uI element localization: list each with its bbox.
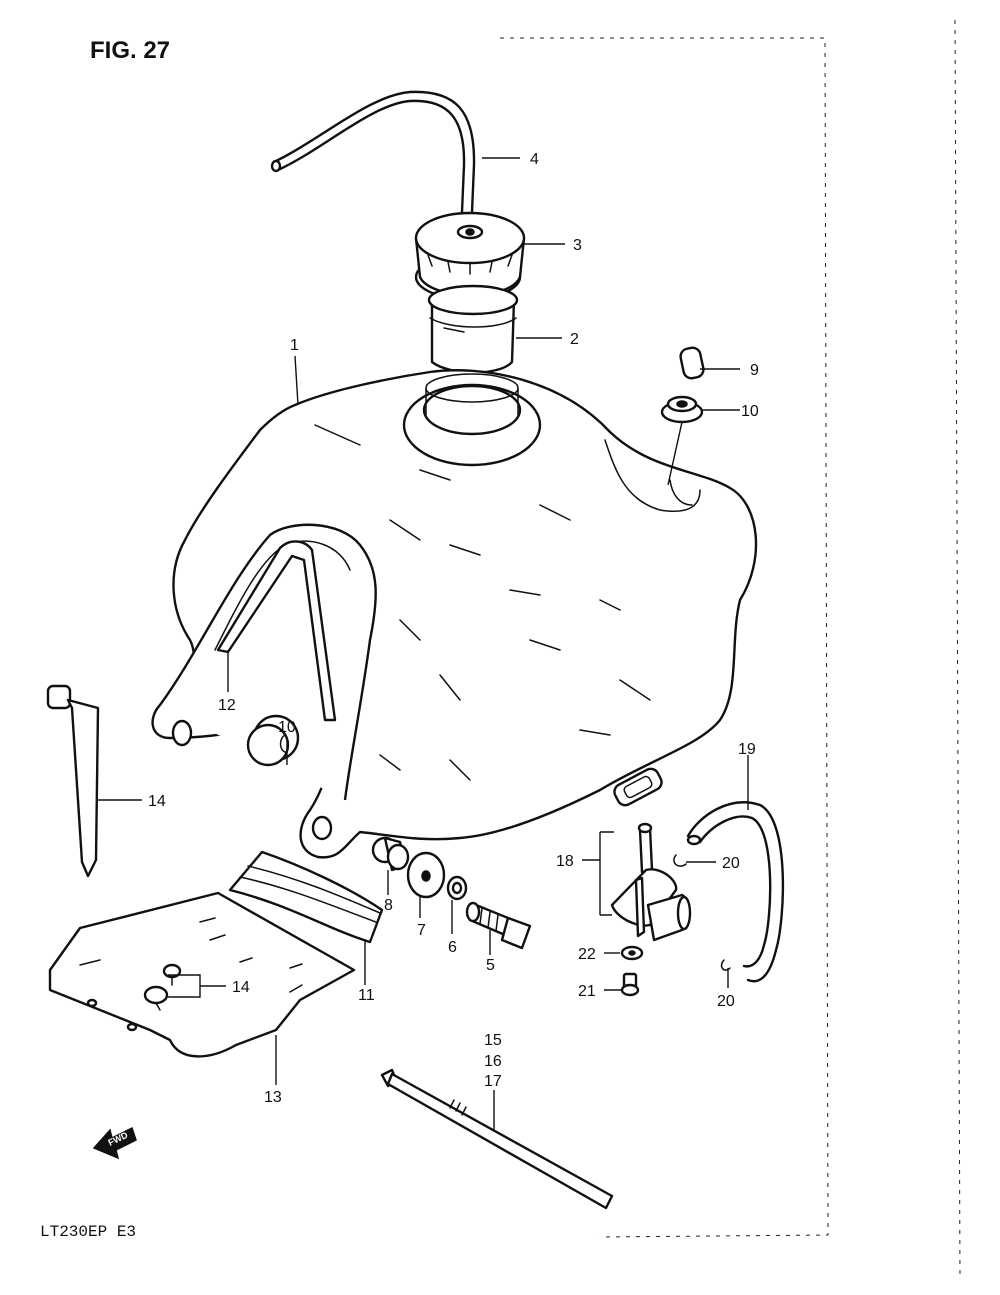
part-clips — [143, 963, 182, 1011]
callout-3: 3 — [573, 237, 582, 254]
callout-19: 19 — [738, 741, 756, 758]
callout-16: 16 — [484, 1053, 502, 1070]
callout-4: 4 — [530, 151, 539, 168]
part-washer — [446, 875, 468, 901]
callout-11: 11 — [358, 987, 375, 1004]
callout-20-lower: 20 — [717, 993, 735, 1010]
part-damper-washer — [406, 851, 446, 899]
callout-13: 13 — [264, 1089, 282, 1106]
callout-18: 18 — [556, 853, 574, 870]
callout-9: 9 — [750, 362, 759, 379]
callout-6: 6 — [448, 939, 457, 956]
callout-5: 5 — [486, 957, 495, 974]
callout-8: 8 — [384, 897, 393, 914]
callout-14-lower: 14 — [232, 979, 250, 996]
callout-2: 2 — [570, 331, 579, 348]
callout-10-upper: 10 — [741, 403, 759, 420]
callout-17: 17 — [484, 1073, 502, 1090]
callout-10-lower: 10 — [278, 719, 296, 736]
part-rubber-pad — [228, 850, 384, 944]
part-breather-pipe — [679, 346, 705, 380]
part-filler-strainer — [427, 284, 519, 374]
callout-12: 12 — [218, 697, 236, 714]
part-tank-band — [46, 684, 100, 878]
part-collar — [371, 836, 410, 872]
fwd-direction-arrow: FWD — [92, 1126, 137, 1160]
callout-22: 22 — [578, 946, 596, 963]
figure-title: FIG. 27 — [90, 37, 170, 64]
part-valve-screw — [620, 972, 640, 997]
callout-14-left: 14 — [148, 793, 166, 810]
leader-lines — [98, 157, 749, 1130]
part-bolt — [465, 901, 532, 950]
part-cable-tie — [380, 1068, 614, 1210]
callout-1: 1 — [290, 337, 299, 354]
part-fuel-valve — [610, 767, 692, 942]
part-fuel-tank — [151, 369, 758, 859]
callout-labels: 1 2 3 4 5 6 7 8 9 10 10 11 12 13 14 14 1… — [148, 151, 759, 1106]
callout-7: 7 — [417, 922, 426, 939]
part-grommet-upper — [660, 395, 704, 486]
callout-21: 21 — [578, 983, 596, 1000]
part-fuel-hose — [686, 801, 785, 983]
part-valve-washer — [620, 945, 644, 961]
callout-15: 15 — [484, 1032, 502, 1049]
model-code: LT230EP E3 — [40, 1223, 136, 1241]
part-breather-hose — [270, 90, 476, 214]
part-tank-cushion — [216, 540, 337, 722]
part-protector-tray — [48, 891, 356, 1058]
diagram-border — [500, 19, 961, 1281]
callout-20-upper: 20 — [722, 855, 740, 872]
